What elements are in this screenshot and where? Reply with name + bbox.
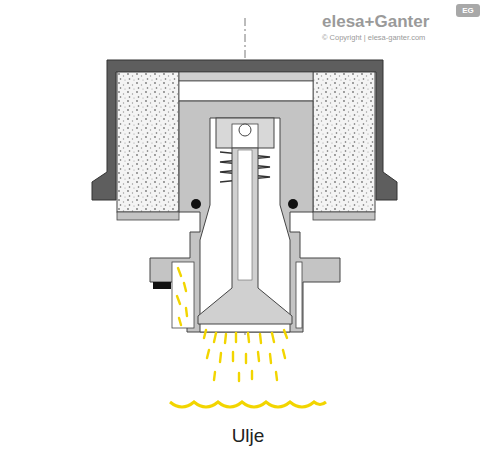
gasket: [153, 282, 171, 289]
ledge: [313, 212, 375, 220]
filter-foam: [313, 72, 375, 212]
valve-seat: [232, 124, 258, 148]
badge-text: EG: [462, 7, 474, 15]
air-space: [179, 81, 313, 101]
valve-stem: [198, 148, 292, 324]
chamber: [296, 262, 302, 328]
brand-logo: elesa+Ganter: [322, 12, 429, 32]
oil-label: Ulje: [232, 425, 265, 447]
oil-droplets: [177, 268, 287, 381]
valve-cup: [216, 118, 274, 148]
stem-bore: [238, 150, 252, 280]
filter-foam: [117, 72, 179, 212]
o-ring: [191, 199, 201, 209]
chamber: [172, 262, 194, 328]
o-ring: [288, 199, 298, 209]
ledge: [117, 212, 179, 220]
oil-surface: [170, 402, 326, 407]
ball: [239, 124, 251, 136]
copyright-note: © Copyright | elesa-ganter.com: [322, 33, 425, 42]
cap-inner: [179, 72, 313, 81]
logo-badge: EG: [456, 4, 480, 17]
